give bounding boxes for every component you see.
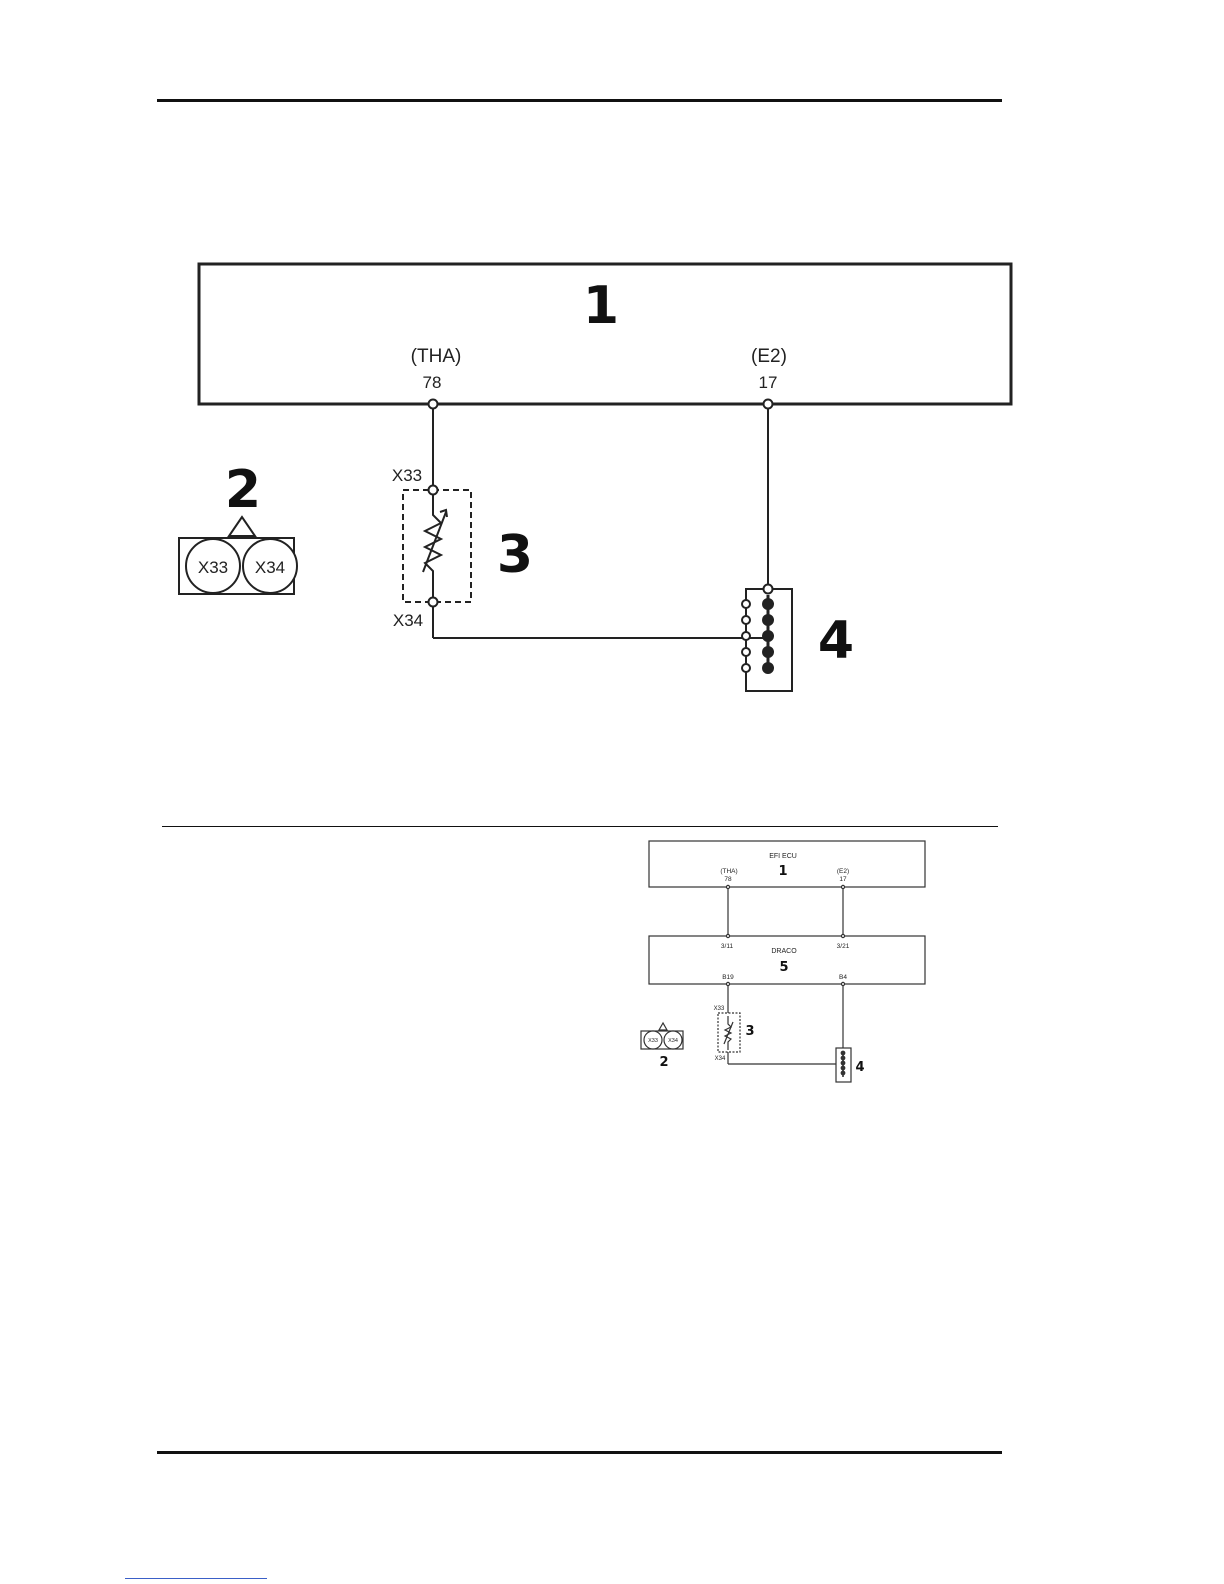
inset-sensor-number: 3 bbox=[745, 1024, 754, 1039]
sensor-dashed-box bbox=[403, 490, 471, 602]
inset-pin-e2-number: 17 bbox=[839, 876, 847, 883]
ground-number: 4 bbox=[818, 611, 854, 671]
sensor-pin-bottom-label: X34 bbox=[393, 611, 423, 630]
inset-sensor-pin-top: X33 bbox=[714, 1006, 725, 1012]
inset-sensor-pin-bottom: X34 bbox=[715, 1056, 726, 1062]
inset-draco-pin-b4: B4 bbox=[839, 974, 847, 981]
inset-draco-title: DRACO bbox=[771, 948, 797, 955]
ecu-number: 1 bbox=[583, 276, 619, 336]
inset-pin-tha-name: (THA) bbox=[720, 868, 737, 875]
inset-connector-pin-x34: X34 bbox=[668, 1038, 678, 1044]
sensor-pin-top-label: X33 bbox=[392, 466, 422, 485]
inset-connector-key bbox=[659, 1023, 667, 1030]
inset-draco-pin-311: 3/11 bbox=[721, 943, 734, 950]
sensor-number: 3 bbox=[497, 525, 533, 585]
connector-number: 2 bbox=[225, 460, 261, 520]
ground-terminal-top bbox=[764, 585, 773, 594]
pin-e2-number: 17 bbox=[759, 373, 778, 392]
inset-ground-dots bbox=[841, 1051, 845, 1075]
sensor-terminal-bottom bbox=[429, 598, 438, 607]
inset-ecu-title: EFI ECU bbox=[769, 853, 797, 860]
sensor-terminal-top bbox=[429, 486, 438, 495]
inset-pin-e2-name: (E2) bbox=[837, 868, 849, 875]
inset-draco-pin-321: 3/21 bbox=[837, 943, 850, 950]
inset-connector-pin-x33: X33 bbox=[648, 1038, 658, 1044]
terminal-tha bbox=[429, 400, 438, 409]
inset-draco-number: 5 bbox=[779, 960, 788, 975]
connector-pin-x33: X33 bbox=[198, 558, 228, 577]
inset-draco-pin-b19: B19 bbox=[722, 974, 734, 981]
connector-pin-x34: X34 bbox=[255, 558, 285, 577]
thermistor-arrow bbox=[423, 512, 446, 572]
inset-connector-number: 2 bbox=[659, 1055, 668, 1070]
inset-ground-number: 4 bbox=[855, 1060, 864, 1075]
inset-diagram: EFI ECU 1 (THA) 78 (E2) 17 DRACO 5 3/11 … bbox=[641, 841, 925, 1082]
terminal-e2 bbox=[764, 400, 773, 409]
pin-e2-name: (E2) bbox=[751, 346, 787, 367]
pin-tha-name: (THA) bbox=[411, 346, 462, 367]
pin-tha-number: 78 bbox=[423, 373, 442, 392]
inset-pin-tha-number: 78 bbox=[724, 876, 732, 883]
main-diagram: 1 (THA) 78 (E2) 17 X33 X34 3 X33 X34 2 bbox=[179, 264, 1011, 691]
inset-ecu-number: 1 bbox=[778, 864, 787, 879]
